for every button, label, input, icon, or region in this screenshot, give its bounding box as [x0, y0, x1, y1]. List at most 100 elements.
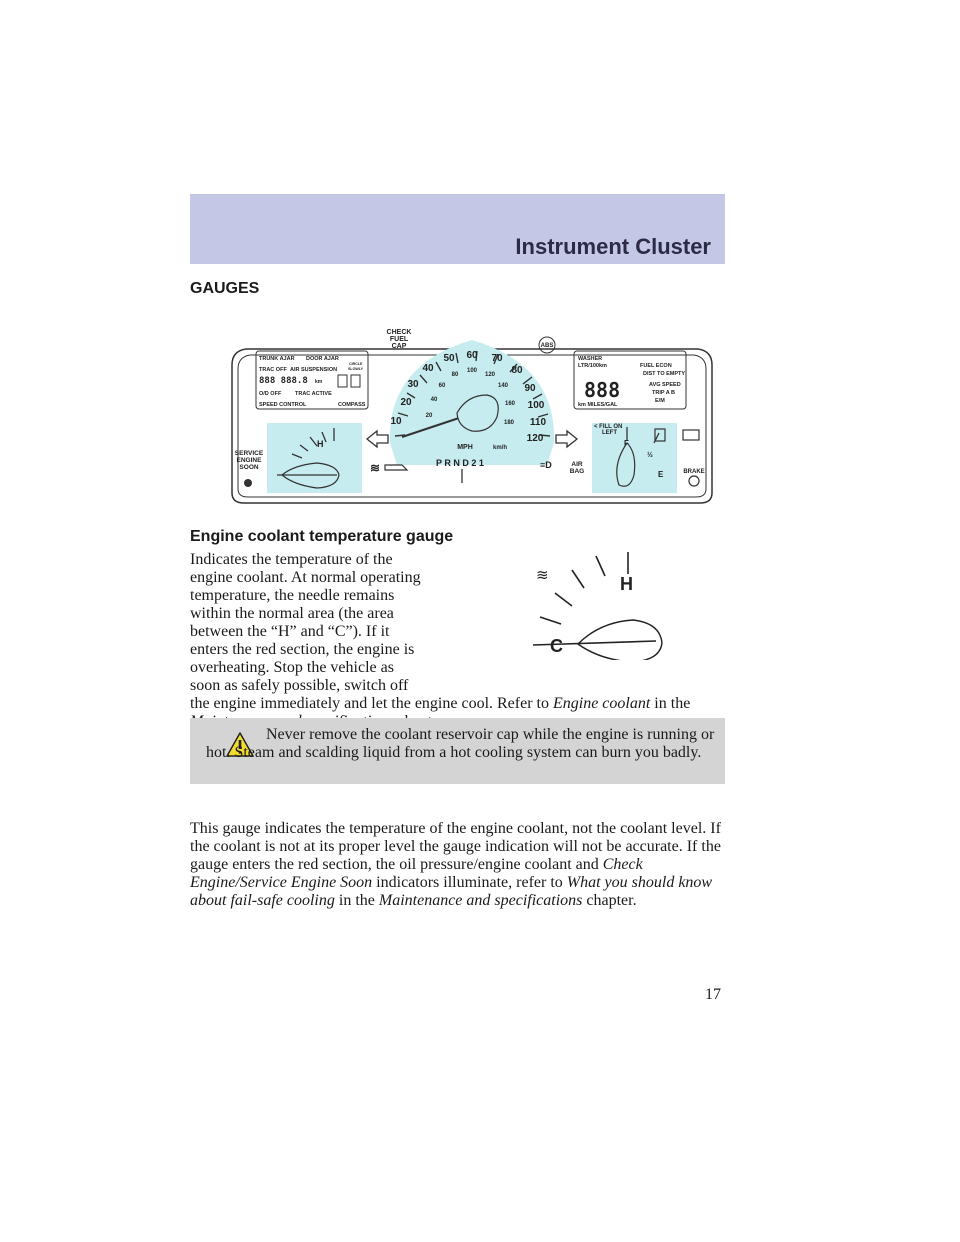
ltr-100km-label: LTR/100km [578, 363, 607, 369]
circle-slowly-line: CIRCLE [349, 362, 363, 366]
check-fuel-cap-line: FUEL [390, 336, 409, 343]
coolant-temp-icon: ≋ [536, 567, 549, 584]
dist-to-empty-label: DIST TO EMPTY [643, 371, 685, 377]
gauge-needle [532, 640, 657, 646]
circle-slowly-line: SLOWLY [348, 367, 364, 371]
fuel-e-label: E [658, 470, 664, 479]
speedometer-hub [456, 394, 499, 432]
paragraph-line: between the “H” and “C”). If it [190, 623, 390, 640]
speedo-kmh-label: 120 [485, 372, 496, 378]
fuel-pump-icon [654, 428, 666, 442]
fill-on-left-line: LEFT [602, 430, 617, 436]
paragraph-line: soon as safely possible, switch off [190, 677, 409, 694]
paragraph-line: temperature, the needle remains [190, 587, 395, 604]
fuel-half-label: ½ [647, 451, 653, 459]
paragraph-line: overheating. Stop the vehicle as [190, 659, 394, 676]
battery-icon [682, 429, 700, 441]
chapter-title: Instrument Cluster [515, 234, 711, 259]
odometer-km: km [315, 379, 323, 385]
cross-reference: Engine coolant [552, 695, 651, 712]
fuel-gauge-needle-hub [616, 442, 636, 487]
paragraph-line: within the normal area (the area [190, 605, 394, 622]
paragraph-text: This gauge indicates the temperature of … [190, 820, 721, 873]
speedometer-kmh-scale: 20 40 60 80 100 120 140 160 180 [426, 368, 516, 426]
paragraph-text: in the [654, 695, 691, 712]
service-engine-soon-line: SERVICE [235, 450, 264, 457]
left-turn-arrow-icon [365, 429, 389, 449]
gauge-c-label: C [550, 636, 563, 656]
speedo-kmh-label: 80 [452, 372, 459, 378]
page-number: 17 [705, 986, 721, 1003]
od-off-label: O/D OFF [259, 391, 282, 397]
air-suspension-label: AIR SUSPENSION [290, 367, 337, 373]
check-fuel-cap-line: CHECK [387, 329, 412, 336]
speedo-mph-label: 60 [466, 350, 478, 361]
air-bag-indicator: AIR BAG [570, 461, 584, 475]
message-center-display [255, 350, 369, 410]
service-engine-soon-line: ENGINE [237, 457, 263, 464]
trip-label: TRIP A B [652, 390, 675, 396]
speed-control-label: SPEED CONTROL [259, 402, 307, 408]
mph-label: MPH [457, 444, 473, 451]
speedo-mph-label: 30 [407, 379, 419, 390]
seatbelt-icon [244, 479, 252, 487]
speedo-mph-label: 40 [422, 363, 434, 374]
speedo-mph-label: 100 [528, 400, 545, 411]
gauge-needle-hub [576, 619, 663, 660]
warning-box: Never remove the coolant reservoir cap w… [190, 718, 725, 784]
speedo-kmh-label: 160 [505, 401, 516, 407]
paragraph-text: indicators illuminate, refer to [376, 874, 563, 891]
fill-on-left-indicator: < FILL ON LEFT [594, 424, 622, 436]
speedo-mph-label: 120 [527, 433, 544, 444]
brake-icon [688, 475, 700, 487]
trac-active-label: TRAC ACTIVE [295, 391, 332, 397]
air-bag-line: BAG [570, 468, 584, 475]
service-engine-soon-indicator: SERVICE ENGINE SOON [235, 450, 264, 471]
speedo-mph-label: 70 [491, 353, 503, 364]
chapter-header-band: Instrument Cluster [190, 194, 725, 264]
speedo-kmh-label: 140 [498, 383, 509, 389]
cross-reference: What you should know about fail-safe coo… [190, 874, 713, 909]
prnd-indicator: P R N D 2 1 [436, 458, 484, 468]
brake-label: BRAKE [683, 469, 704, 475]
trunk-ajar-label: TRUNK AJAR [259, 356, 295, 362]
coolant-gauge-heading: Engine coolant temperature gauge [190, 528, 454, 545]
odometer-digits: 888 888.8 [259, 376, 308, 386]
speedo-mph-label: 20 [400, 397, 412, 408]
speedometer-mph-scale: 10 20 30 40 50 60 70 80 90 100 110 120 [390, 350, 546, 444]
cross-reference: Check Engine/Service Engine Soon [190, 856, 643, 891]
abs-icon [538, 336, 556, 354]
trip-computer-display [573, 350, 687, 410]
check-fuel-cap-line: CAP [392, 343, 407, 350]
speedo-mph-label: 110 [530, 417, 547, 428]
speedo-mph-label: 90 [524, 383, 536, 394]
fuel-econ-label: FUEL ECON [640, 363, 672, 369]
temp-h-label: H [317, 439, 324, 449]
air-bag-line: AIR [571, 461, 583, 468]
coolant-warning-icon: ≋ [370, 461, 380, 475]
abs-label: ABS [541, 343, 554, 349]
paragraph: This gauge indicates the temperature of … [190, 820, 730, 910]
speedo-kmh-label: 180 [504, 420, 515, 426]
washer-label: WASHER [578, 356, 602, 362]
avg-speed-label: AVG SPEED [649, 382, 681, 388]
trac-off-label: TRAC OFF [259, 367, 287, 373]
paragraph-line: Indicates the temperature of the [190, 551, 393, 568]
oil-pressure-icon [384, 464, 409, 471]
warning-triangle-icon [226, 732, 254, 757]
headlamp-icon: ≡D [540, 460, 552, 470]
warning-text: Never remove the coolant reservoir cap w… [206, 726, 715, 761]
check-fuel-cap-indicator: CHECK FUEL CAP [387, 329, 412, 350]
speedo-kmh-label: 100 [467, 368, 478, 374]
speedo-kmh-label: 40 [431, 397, 438, 403]
fill-on-left-line: < FILL ON [594, 424, 622, 430]
door-ajar-label: DOOR AJAR [306, 356, 339, 362]
speedo-mph-label: 80 [511, 365, 523, 376]
gauge-h-label: H [620, 574, 633, 594]
service-engine-soon-line: SOON [239, 464, 258, 471]
paragraph-text: the engine immediately and let the engin… [190, 695, 549, 712]
paragraph-text: in the [338, 892, 375, 909]
paragraph-line: engine coolant. At normal operating [190, 569, 421, 586]
instrument-cluster-illustration: 10 20 30 40 50 60 70 80 90 100 110 120 2… [231, 329, 713, 504]
speedo-kmh-label: 20 [426, 413, 433, 419]
